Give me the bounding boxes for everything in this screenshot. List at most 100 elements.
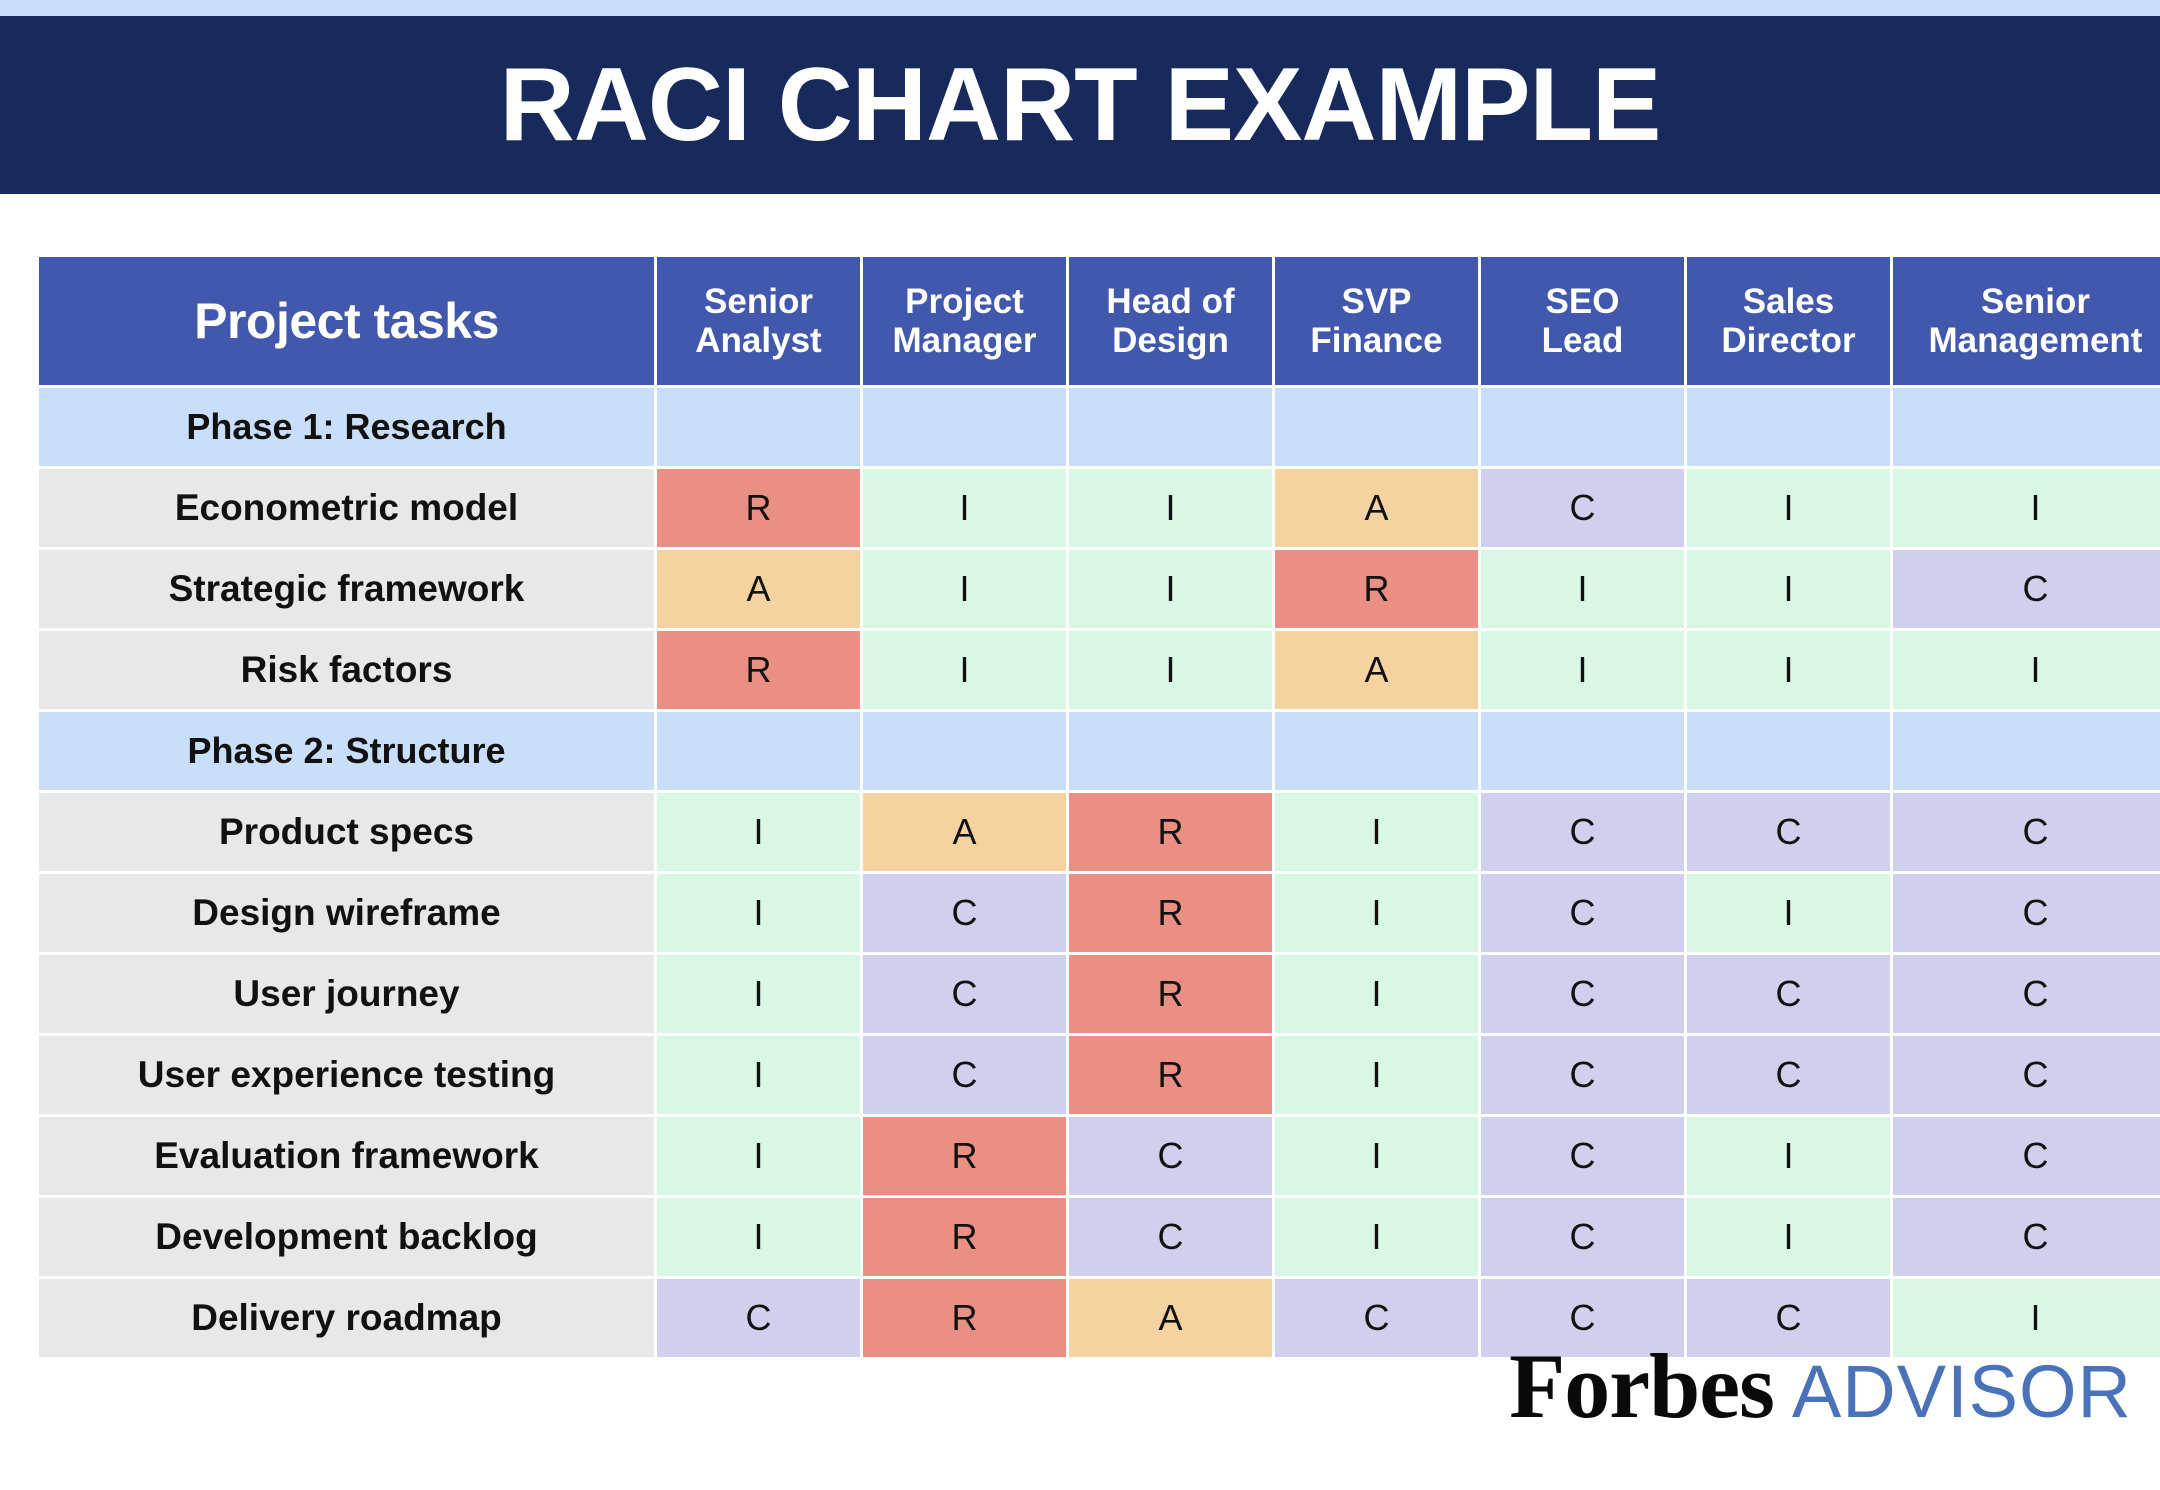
phase-spacer-cell xyxy=(1687,388,1890,466)
task-label: Risk factors xyxy=(39,631,654,709)
raci-cell-C: C xyxy=(1481,1198,1684,1276)
top-accent-strip xyxy=(0,0,2160,16)
raci-cell-A: A xyxy=(1275,469,1478,547)
raci-cell-I: I xyxy=(657,874,860,952)
raci-cell-R: R xyxy=(1069,793,1272,871)
raci-cell-C: C xyxy=(1893,793,2160,871)
raci-cell-C: C xyxy=(863,1036,1066,1114)
phase-spacer-cell xyxy=(1481,712,1684,790)
phase-spacer-cell xyxy=(657,388,860,466)
raci-cell-I: I xyxy=(1069,469,1272,547)
phase-spacer-cell xyxy=(657,712,860,790)
task-label: Design wireframe xyxy=(39,874,654,952)
phase-spacer-cell xyxy=(1893,388,2160,466)
raci-cell-C: C xyxy=(1893,874,2160,952)
raci-cell-I: I xyxy=(863,469,1066,547)
task-label: Development backlog xyxy=(39,1198,654,1276)
raci-cell-R: R xyxy=(863,1198,1066,1276)
raci-cell-I: I xyxy=(1893,631,2160,709)
column-header-project-tasks: Project tasks xyxy=(39,257,654,385)
raci-cell-I: I xyxy=(863,550,1066,628)
raci-cell-C: C xyxy=(1069,1117,1272,1195)
phase-spacer-cell xyxy=(1687,712,1890,790)
raci-cell-R: R xyxy=(1069,874,1272,952)
raci-cell-R: R xyxy=(1069,1036,1272,1114)
raci-cell-C: C xyxy=(1893,1036,2160,1114)
raci-cell-C: C xyxy=(1481,469,1684,547)
phase-spacer-cell xyxy=(1275,388,1478,466)
page-title: RACI CHART EXAMPLE xyxy=(499,47,1662,163)
raci-cell-R: R xyxy=(657,469,860,547)
raci-cell-C: C xyxy=(1481,793,1684,871)
raci-cell-A: A xyxy=(657,550,860,628)
phase-spacer-cell xyxy=(1893,712,2160,790)
raci-cell-I: I xyxy=(1275,1036,1478,1114)
phase-spacer-cell xyxy=(1069,712,1272,790)
phase-label: Phase 1: Research xyxy=(39,388,654,466)
raci-cell-C: C xyxy=(1481,874,1684,952)
phase-spacer-cell xyxy=(863,388,1066,466)
raci-cell-C: C xyxy=(1481,1036,1684,1114)
raci-cell-C: C xyxy=(863,955,1066,1033)
raci-cell-I: I xyxy=(1687,874,1890,952)
raci-cell-I: I xyxy=(1275,874,1478,952)
phase-spacer-cell xyxy=(1069,388,1272,466)
phase-row: Phase 1: Research xyxy=(39,388,2160,466)
raci-cell-C: C xyxy=(1069,1198,1272,1276)
raci-cell-I: I xyxy=(1275,793,1478,871)
title-banner: RACI CHART EXAMPLE xyxy=(0,16,2160,194)
phase-row: Phase 2: Structure xyxy=(39,712,2160,790)
raci-cell-I: I xyxy=(1481,631,1684,709)
task-label: Delivery roadmap xyxy=(39,1279,654,1357)
raci-cell-R: R xyxy=(863,1117,1066,1195)
phase-spacer-cell xyxy=(863,712,1066,790)
raci-cell-C: C xyxy=(1687,1279,1890,1357)
raci-cell-C: C xyxy=(1481,1279,1684,1357)
raci-cell-I: I xyxy=(1069,550,1272,628)
raci-cell-I: I xyxy=(657,1198,860,1276)
raci-cell-I: I xyxy=(1069,631,1272,709)
raci-cell-I: I xyxy=(1275,1117,1478,1195)
raci-cell-C: C xyxy=(1893,1198,2160,1276)
raci-cell-C: C xyxy=(1893,1117,2160,1195)
raci-cell-C: C xyxy=(1893,955,2160,1033)
task-label: Product specs xyxy=(39,793,654,871)
raci-cell-C: C xyxy=(1275,1279,1478,1357)
raci-cell-C: C xyxy=(1687,955,1890,1033)
raci-cell-I: I xyxy=(657,793,860,871)
phase-spacer-cell xyxy=(1481,388,1684,466)
raci-cell-I: I xyxy=(1687,631,1890,709)
raci-cell-I: I xyxy=(863,631,1066,709)
task-label: Econometric model xyxy=(39,469,654,547)
raci-cell-I: I xyxy=(1275,955,1478,1033)
task-label: User journey xyxy=(39,955,654,1033)
raci-cell-I: I xyxy=(1687,1117,1890,1195)
raci-cell-A: A xyxy=(1275,631,1478,709)
forbes-advisor-logo: Forbes ADVISOR xyxy=(1509,1340,2132,1432)
raci-cell-A: A xyxy=(1069,1279,1272,1357)
raci-cell-I: I xyxy=(657,1117,860,1195)
forbes-wordmark: Forbes xyxy=(1509,1335,1775,1437)
raci-cell-I: I xyxy=(1687,550,1890,628)
raci-cell-C: C xyxy=(1687,1036,1890,1114)
raci-cell-R: R xyxy=(657,631,860,709)
raci-cell-R: R xyxy=(1069,955,1272,1033)
raci-cell-I: I xyxy=(657,955,860,1033)
raci-cell-I: I xyxy=(1481,550,1684,628)
raci-cell-I: I xyxy=(657,1036,860,1114)
raci-cell-C: C xyxy=(1481,1117,1684,1195)
